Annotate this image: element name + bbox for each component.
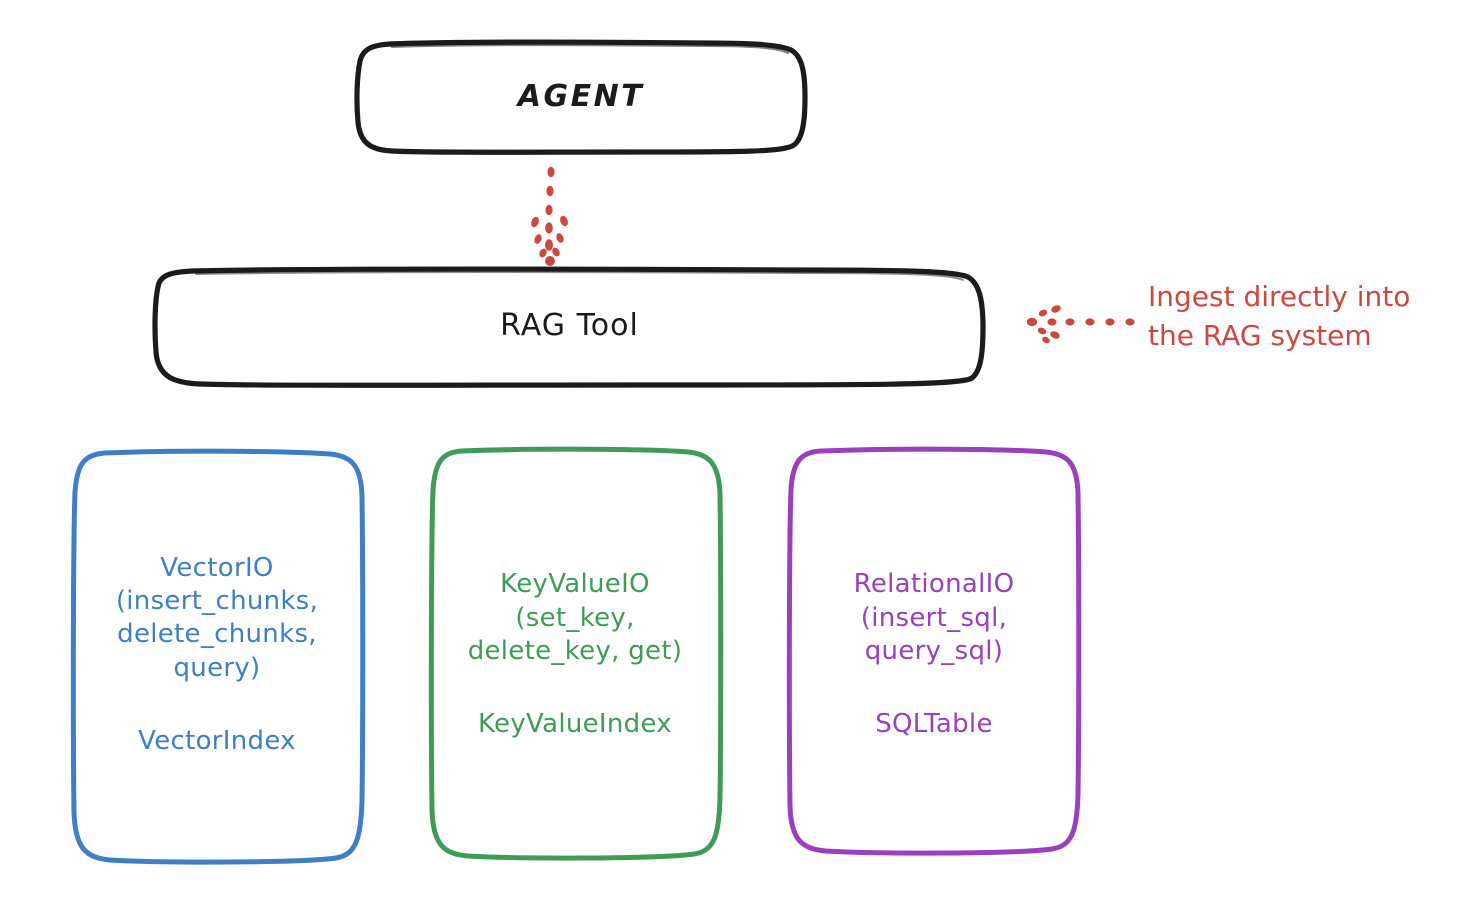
agent-box-shape bbox=[354, 39, 808, 155]
agent-to-rag-arrow bbox=[531, 166, 568, 266]
vector-io-box-shape bbox=[70, 448, 366, 865]
ingest-arrow bbox=[1026, 305, 1135, 344]
relational-io-box-shape bbox=[786, 446, 1082, 856]
rag-tool-box-shape bbox=[152, 266, 986, 388]
key-value-io-box-shape bbox=[428, 446, 724, 861]
